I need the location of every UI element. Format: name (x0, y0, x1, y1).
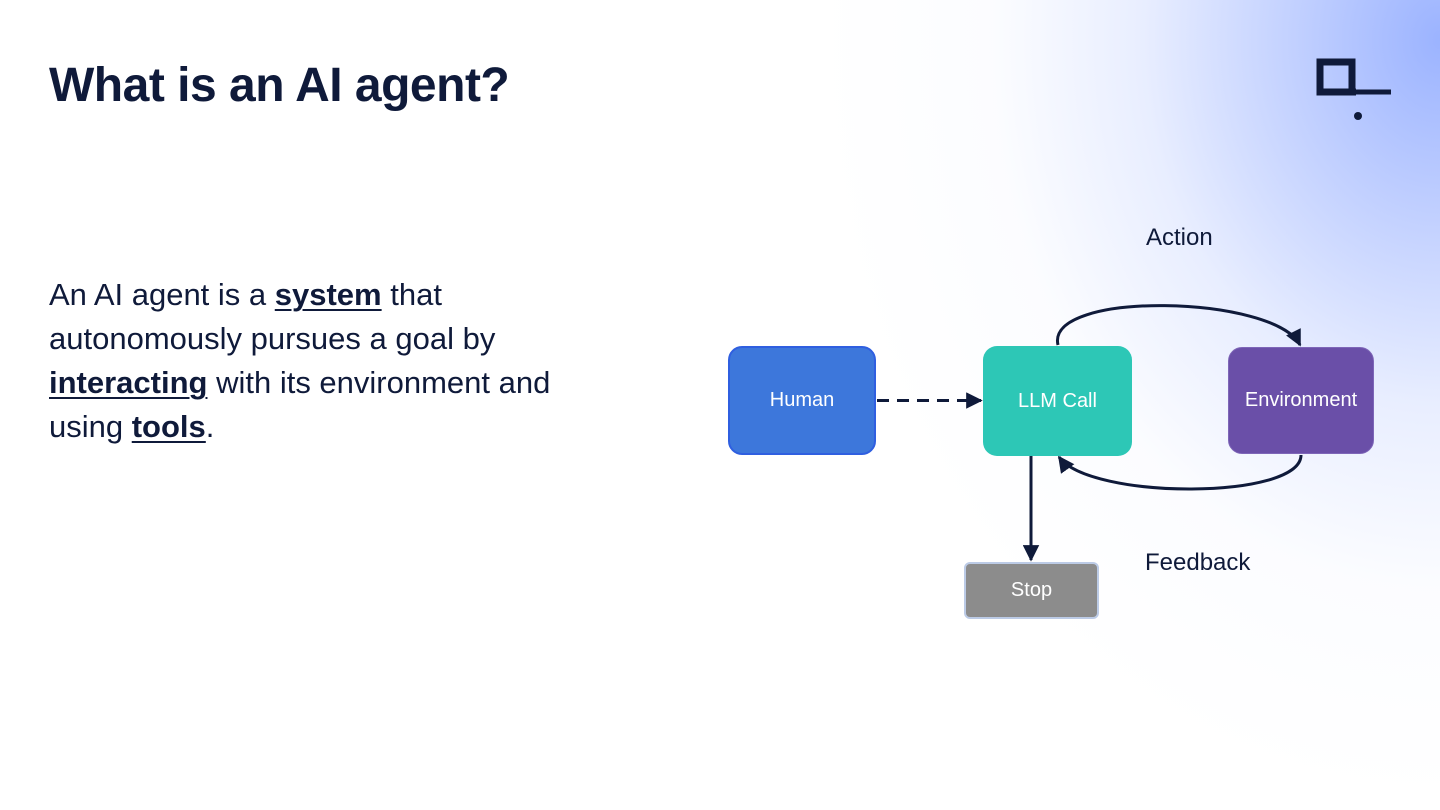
body-text-2: that autonomously pursues a goal by (49, 277, 496, 356)
edge-feedback-environment-to-llm (1057, 454, 1303, 491)
node-llm-call: LLM Call (983, 346, 1132, 456)
brand-logo-icon (1316, 58, 1391, 120)
body-text-4: . (205, 409, 215, 444)
body-text-1: An AI agent is a (49, 277, 275, 312)
edge-label-feedback: Feedback (1145, 549, 1251, 576)
body-text-3: with its environment and using (49, 365, 551, 444)
node-stop: Stop (964, 562, 1099, 619)
edge-action-llm-to-environment (1056, 304, 1302, 347)
slide-title: What is an AI agent? (49, 59, 510, 112)
node-human: Human (728, 346, 876, 455)
keyword-interacting: interacting (49, 365, 208, 400)
edge-label-action: Action (1146, 224, 1213, 251)
node-environment: Environment (1228, 347, 1374, 454)
keyword-tools: tools (131, 409, 206, 444)
slide-body: An AI agent is a system that autonomousl… (49, 273, 609, 449)
keyword-system: system (274, 277, 382, 312)
